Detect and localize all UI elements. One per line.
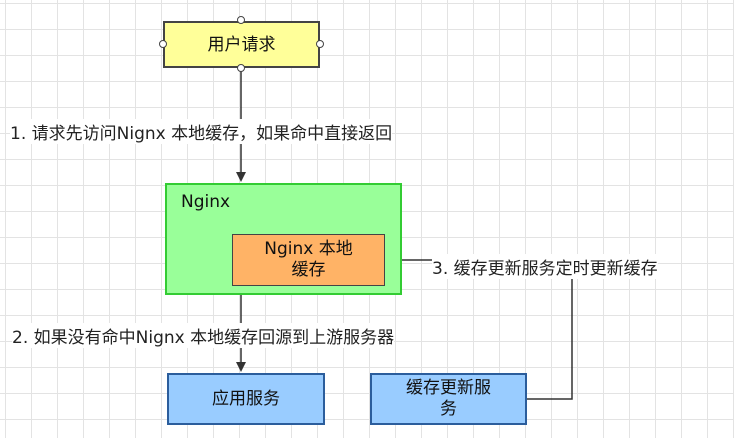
connector-handle-bottom xyxy=(237,64,245,72)
node-cache-update-service-label: 缓存更新服 务 xyxy=(406,378,491,419)
edge-label-step2: 2. 如果没有命中Nignx 本地缓存回源到上游服务器 xyxy=(12,323,395,348)
connector-handle-top xyxy=(237,16,245,24)
node-user-request: 用户请求 xyxy=(163,21,320,68)
node-nginx-local-cache: Nginx 本地 缓存 xyxy=(232,234,385,286)
node-user-request-label: 用户请求 xyxy=(207,34,276,55)
edge-label-step3: 3. 缓存更新服务定时更新缓存 xyxy=(432,254,658,279)
connector-handle-right xyxy=(316,40,324,48)
node-cache-update-service: 缓存更新服 务 xyxy=(370,373,527,425)
node-app-service: 应用服务 xyxy=(167,373,325,425)
node-nginx-local-cache-label: Nginx 本地 缓存 xyxy=(264,239,353,280)
edge-label-step1: 1. 请求先访问Nignx 本地缓存，如果命中直接返回 xyxy=(10,119,393,144)
node-app-service-label: 应用服务 xyxy=(212,389,280,409)
connector-handle-left xyxy=(159,40,167,48)
node-nginx-container-label: Nginx xyxy=(181,192,231,212)
